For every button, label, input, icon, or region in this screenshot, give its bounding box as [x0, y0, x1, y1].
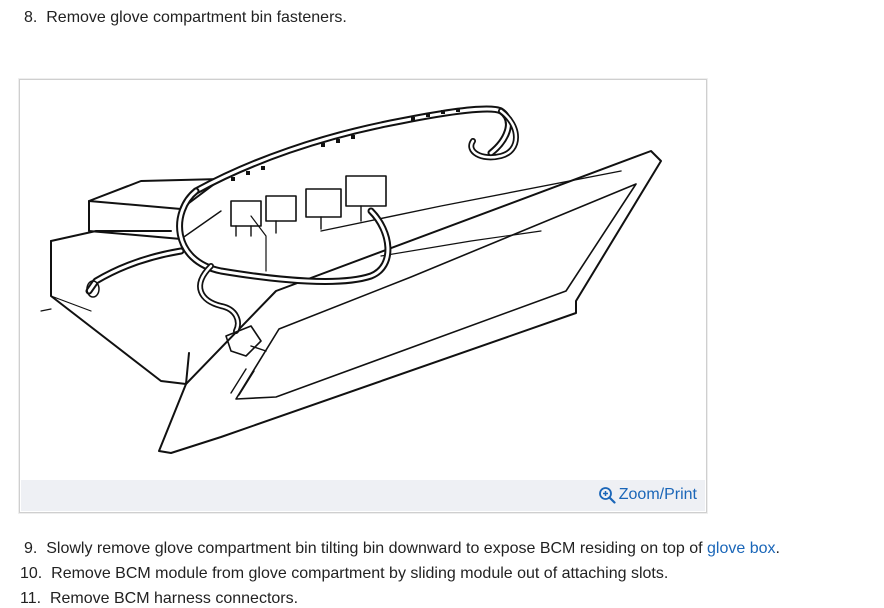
- step-text: Remove BCM module from glove compartment…: [51, 565, 669, 582]
- step-number: 10.: [20, 565, 47, 582]
- figure-container: Zoom/Print: [19, 79, 707, 513]
- step-number: 9.: [24, 540, 42, 557]
- figure-footer: Zoom/Print: [21, 480, 705, 511]
- step-number: 11.: [20, 590, 46, 607]
- step-9: 9. Slowly remove glove compartment bin t…: [24, 539, 780, 559]
- zoom-print-label: Zoom/Print: [618, 486, 697, 503]
- zoom-print-link[interactable]: Zoom/Print: [598, 485, 697, 505]
- step-11: 11. Remove BCM harness connectors.: [20, 589, 298, 608]
- step-text: Remove BCM harness connectors.: [49, 590, 299, 607]
- step-text-end: .: [775, 540, 780, 557]
- glove-box-link[interactable]: glove box: [707, 540, 776, 557]
- step-text: Slowly remove glove compartment bin tilt…: [46, 540, 708, 557]
- step-number: 8.: [24, 9, 42, 26]
- step-text: Remove glove compartment bin fasteners.: [46, 9, 347, 26]
- step-10: 10. Remove BCM module from glove compart…: [20, 564, 668, 584]
- magnifier-plus-icon: [598, 487, 616, 504]
- step-8: 8. Remove glove compartment bin fastener…: [24, 8, 347, 28]
- glove-compartment-illustration: [40, 105, 662, 454]
